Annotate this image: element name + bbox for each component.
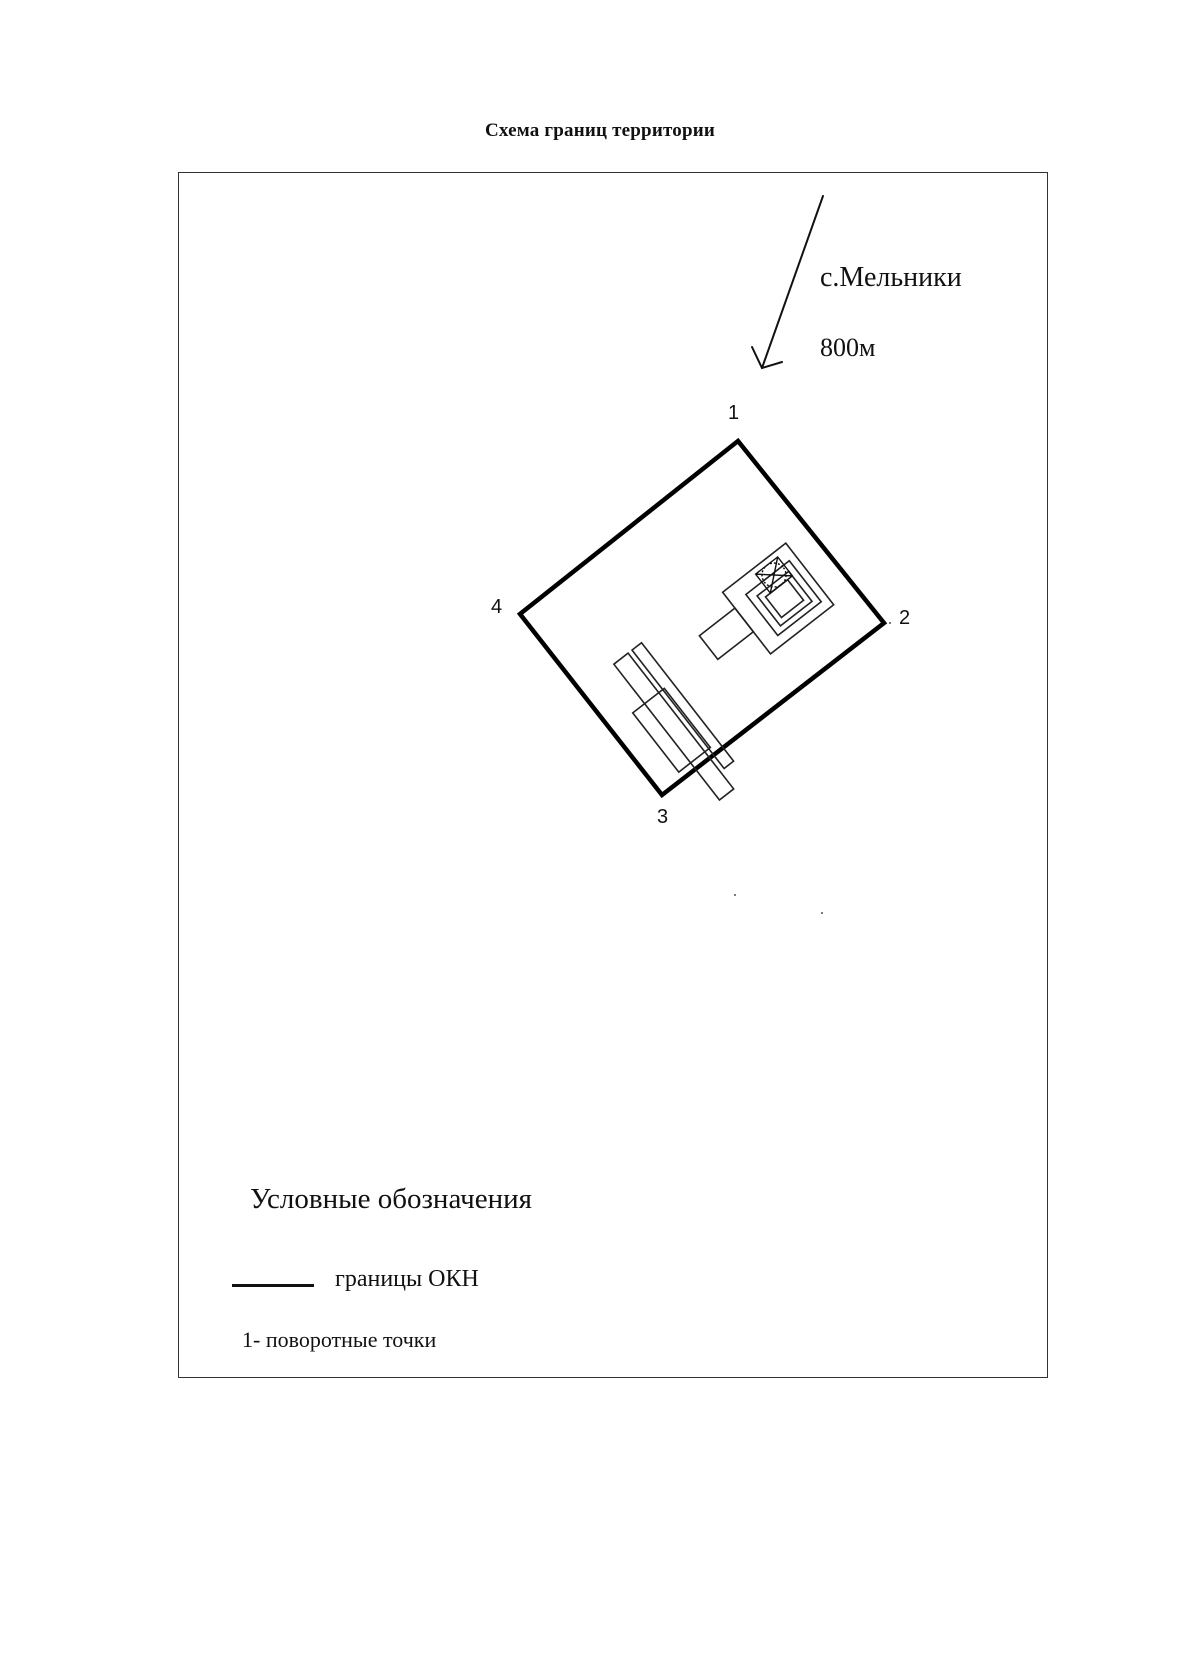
speck-dot xyxy=(821,912,823,914)
speck-dot xyxy=(889,622,891,624)
direction-distance-label: 800м xyxy=(820,333,876,362)
legend-boundary-line-icon xyxy=(232,1284,314,1287)
legend-title: Условные обозначения xyxy=(250,1183,532,1215)
page-title: Схема границ территории xyxy=(484,120,716,141)
legend-boundary-label: границы ОКН xyxy=(335,1266,479,1292)
legend-points-label: 1- поворотные точки xyxy=(242,1327,437,1352)
territory-boundary xyxy=(516,437,888,799)
direction-place-label: с.Мельники xyxy=(820,262,962,293)
turning-point-4: 4 xyxy=(491,596,503,618)
building-outlines xyxy=(612,542,835,802)
map-frame xyxy=(178,172,1048,1378)
speck-dot xyxy=(734,894,736,896)
turning-point-1: 1 xyxy=(728,402,740,424)
direction-arrow xyxy=(751,195,824,370)
turning-point-2: 2 xyxy=(899,607,911,629)
turning-point-3: 3 xyxy=(657,806,669,828)
